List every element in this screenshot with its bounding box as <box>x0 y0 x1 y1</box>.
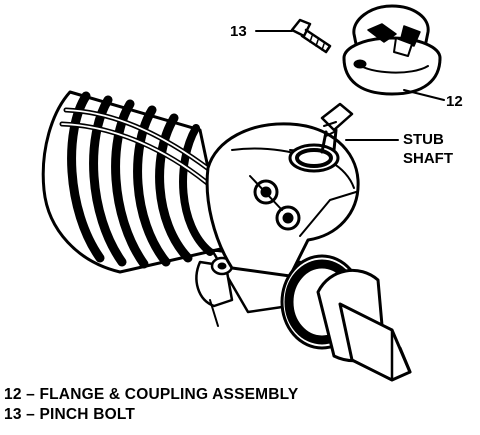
stub-shaft <box>320 102 354 154</box>
legend-item-12: 12 – FLANGE & COUPLING ASSEMBLY <box>4 386 299 403</box>
stub-shaft-label-line2: SHAFT <box>403 150 453 167</box>
leader-lines <box>255 30 445 141</box>
rack-boot-bellows <box>41 90 227 274</box>
flange-coupling-assembly <box>342 4 442 96</box>
stub-shaft-label-line1: STUB <box>403 131 444 148</box>
pinch-bolt <box>290 18 332 54</box>
callout-13: 13 <box>230 23 247 40</box>
legend-item-13: 13 – PINCH BOLT <box>4 406 136 423</box>
mounting-flange-end <box>280 254 412 382</box>
valve-housing <box>205 122 360 278</box>
callout-12: 12 <box>446 93 463 110</box>
